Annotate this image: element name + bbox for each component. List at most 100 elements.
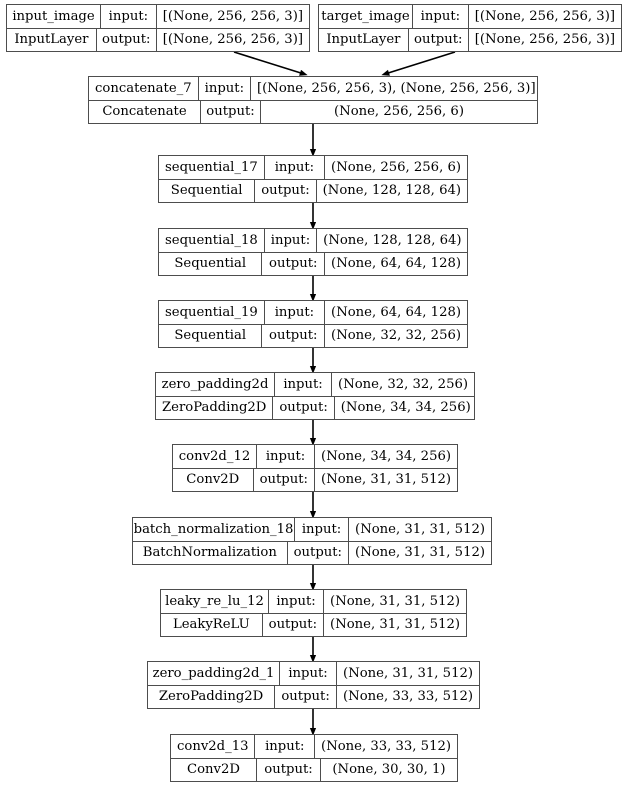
input-label: input: [257, 445, 316, 468]
output-shape: [(None, 256, 256, 3)] [162, 32, 303, 48]
layer-class: Concatenate [89, 100, 201, 123]
layer-class: Conv2D [173, 468, 254, 491]
layer-name: conv2d_12 [173, 445, 257, 468]
layer-class: LeakyReLU [161, 613, 263, 636]
layer-class: InputLayer [7, 28, 97, 51]
output-shape: (None, 64, 64, 128) [331, 256, 461, 272]
output-label: output: [201, 100, 261, 123]
layer-class: Conv2D [171, 758, 257, 781]
input-label: input: [413, 5, 469, 28]
layer-name: zero_padding2d [156, 373, 275, 396]
input-label: input: [275, 373, 333, 396]
layer-name: zero_padding2d_1 [148, 662, 280, 685]
input-shape: (None, 64, 64, 128) [331, 304, 461, 320]
input-label: input: [269, 590, 325, 613]
input-shape: (None, 256, 256, 6) [331, 159, 461, 175]
layer-class: Sequential [159, 324, 263, 347]
input-shape: [(None, 256, 256, 3)] [162, 8, 303, 24]
input-shape: (None, 31, 31, 512) [343, 665, 473, 681]
output-label: output: [409, 28, 469, 51]
output-label: output: [275, 685, 338, 708]
layer-class: BatchNormalization [133, 541, 288, 564]
output-label: output: [254, 468, 316, 491]
output-label: output: [288, 541, 350, 564]
layer-class: Sequential [159, 252, 263, 275]
edge-input_image-to-concatenate_7 [233, 51, 308, 76]
edge-target_image-to-concatenate_7 [381, 51, 456, 76]
output-label: output: [262, 252, 326, 275]
layer-name: leaky_re_lu_12 [161, 590, 269, 613]
output-shape: (None, 32, 32, 256) [331, 328, 461, 344]
output-shape: [(None, 256, 256, 3)] [474, 32, 615, 48]
output-label: output: [257, 758, 321, 781]
output-shape: (None, 31, 31, 512) [330, 617, 460, 633]
input-label: input: [265, 229, 318, 252]
layer-class: InputLayer [319, 28, 409, 51]
layer-class: Sequential [159, 179, 256, 202]
output-shape: (None, 256, 256, 6) [334, 104, 464, 120]
layer-name: conv2d_13 [171, 735, 256, 758]
input-shape: (None, 31, 31, 512) [330, 593, 460, 609]
input-shape: (None, 33, 33, 512) [321, 738, 451, 754]
output-label: output: [273, 396, 335, 419]
input-shape: (None, 32, 32, 256) [338, 376, 468, 392]
input-shape: (None, 31, 31, 512) [355, 521, 485, 537]
layer-name: sequential_17 [159, 156, 265, 179]
input-label: input: [199, 77, 252, 100]
output-shape: (None, 128, 128, 64) [322, 183, 461, 199]
output-shape: (None, 33, 33, 512) [343, 689, 473, 705]
input-shape: [(None, 256, 256, 3)] [474, 8, 615, 24]
input-shape: (None, 34, 34, 256) [321, 448, 451, 464]
input-shape: (None, 128, 128, 64) [323, 232, 462, 248]
input-label: input: [295, 518, 350, 541]
layer-name: concatenate_7 [89, 77, 199, 100]
output-shape: (None, 31, 31, 512) [321, 472, 451, 488]
input-label: input: [101, 5, 157, 28]
output-label: output: [263, 613, 325, 636]
layer-class: ZeroPadding2D [148, 685, 276, 708]
input-label: input: [265, 301, 326, 324]
output-label: output: [97, 28, 157, 51]
output-shape: (None, 31, 31, 512) [355, 545, 485, 561]
layer-name: sequential_18 [159, 229, 265, 252]
layer-name: target_image [319, 5, 413, 28]
output-shape: (None, 30, 30, 1) [332, 762, 446, 778]
layer-class: ZeroPadding2D [156, 396, 274, 419]
input-label: input: [265, 156, 326, 179]
layer-name: sequential_19 [159, 301, 265, 324]
